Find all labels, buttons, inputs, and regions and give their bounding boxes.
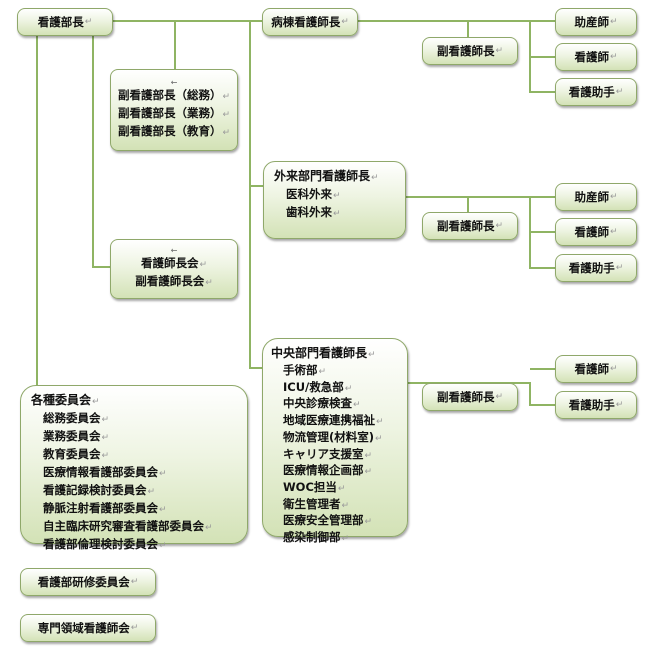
training-committee-label: 看護部研修委員会 <box>37 575 130 589</box>
outpatient-aide-box: 看護助手↵ <box>555 254 637 282</box>
ward-head-nurse-label: 病棟看護師長 <box>271 15 341 29</box>
central-item: 感染制御部 <box>283 530 341 545</box>
training-committee-box: 看護部研修委員会↵ <box>20 568 156 596</box>
central-item: 地域医療連携福祉 <box>283 413 375 428</box>
central-head-label: 中央部門看護師長 <box>271 346 368 360</box>
ward-midwife-label: 助産師 <box>574 15 609 29</box>
deputy-head-nurse-council: 副看護師長会 <box>135 274 205 288</box>
central-deputy-box: 副看護師長↵ <box>422 383 518 411</box>
central-deputy-label: 副看護師長 <box>436 390 495 404</box>
deputy-directors-box: ← 副看護部長（総務）↵ 副看護部長（業務）↵ 副看護部長（教育）↵ <box>110 69 238 151</box>
specialty-council-label: 専門領域看護師会 <box>37 621 130 635</box>
outpatient-nurse-box: 看護師↵ <box>555 218 637 246</box>
outpatient-midwife-label: 助産師 <box>574 190 609 204</box>
ward-aide-label: 看護助手 <box>568 85 615 99</box>
director-box: 看護部長↵ <box>17 8 113 36</box>
committee-item: 医療情報看護部委員会 <box>43 465 158 479</box>
outpatient-deputy-box: 副看護師長↵ <box>422 212 518 240</box>
committee-item: 看護部倫理検討委員会 <box>43 537 158 551</box>
outpatient-item: 歯科外来 <box>286 205 332 219</box>
deputy-director-operations: 副看護部長（業務） <box>117 106 222 120</box>
connector-main-spine <box>249 21 262 369</box>
deputy-director-general: 副看護部長（総務） <box>117 88 222 102</box>
central-nurse-box: 看護師↵ <box>555 355 637 383</box>
deputy-director-education: 副看護部長（教育） <box>117 124 222 138</box>
ward-deputy-box: 副看護師長↵ <box>422 37 518 65</box>
central-head-box: 中央部門看護師長↵ 手術部↵ ICU/救急部↵ 中央診療検査↵ 地域医療連携福祉… <box>262 338 408 544</box>
outpatient-item: 医科外来 <box>286 187 332 201</box>
connector-deputy-spine <box>92 21 110 268</box>
central-item: 医療安全管理部 <box>283 513 364 528</box>
ward-nurse-label: 看護師 <box>574 50 609 64</box>
ward-head-nurse-box: 病棟看護師長↵ <box>262 8 358 36</box>
committees-title: 各種委員会 <box>31 393 92 407</box>
central-item: キャリア支援室 <box>283 446 364 461</box>
central-item: 医療情報企画部 <box>283 463 364 478</box>
councils-box: ← 看護師長会↵ 副看護師長会↵ <box>110 239 238 299</box>
committee-item: 自主臨床研究審査看護部委員会 <box>43 519 204 533</box>
outpatient-deputy-label: 副看護師長 <box>436 219 495 233</box>
arrow-mark: ← <box>170 78 178 87</box>
central-item: WOC担当 <box>283 479 337 494</box>
committee-item: 看護記録検討委員会 <box>43 483 147 497</box>
ward-aide-box: 看護助手↵ <box>555 78 637 106</box>
committee-item: 業務委員会 <box>43 429 101 443</box>
ward-nurse-box: 看護師↵ <box>555 43 637 71</box>
committees-box: 各種委員会↵ 総務委員会↵ 業務委員会↵ 教育委員会↵ 医療情報看護部委員会↵ … <box>20 385 248 551</box>
outpatient-midwife-box: 助産師↵ <box>555 183 637 211</box>
central-aide-box: 看護助手↵ <box>555 391 637 419</box>
ward-midwife-box: 助産師↵ <box>555 8 637 36</box>
central-nurse-label: 看護師 <box>574 362 609 376</box>
central-item: 手術部 <box>283 363 318 377</box>
outpatient-aide-label: 看護助手 <box>568 261 615 275</box>
ward-deputy-label: 副看護師長 <box>436 44 495 58</box>
central-item: 物流管理(材料室) <box>283 429 375 444</box>
central-item: 中央診療検査 <box>283 396 352 411</box>
specialty-council-box: 専門領域看護師会↵ <box>20 614 156 642</box>
outpatient-nurse-label: 看護師 <box>574 225 609 239</box>
outpatient-head-box: 外来部門看護師長↵ 医科外来↵ 歯科外来↵ <box>263 161 406 239</box>
outpatient-head-label: 外来部門看護師長 <box>274 169 371 183</box>
central-item: ICU/救急部 <box>283 379 344 394</box>
committee-item: 総務委員会 <box>43 411 101 425</box>
head-nurse-council: 看護師長会 <box>140 256 199 270</box>
committee-item: 教育委員会 <box>43 447 101 461</box>
director-label: 看護部長 <box>37 15 84 29</box>
arrow-mark: ← <box>170 246 178 255</box>
central-aide-label: 看護助手 <box>568 398 615 412</box>
committee-item: 静脈注射看護部委員会 <box>43 501 158 515</box>
central-item: 衛生管理者 <box>283 496 341 511</box>
